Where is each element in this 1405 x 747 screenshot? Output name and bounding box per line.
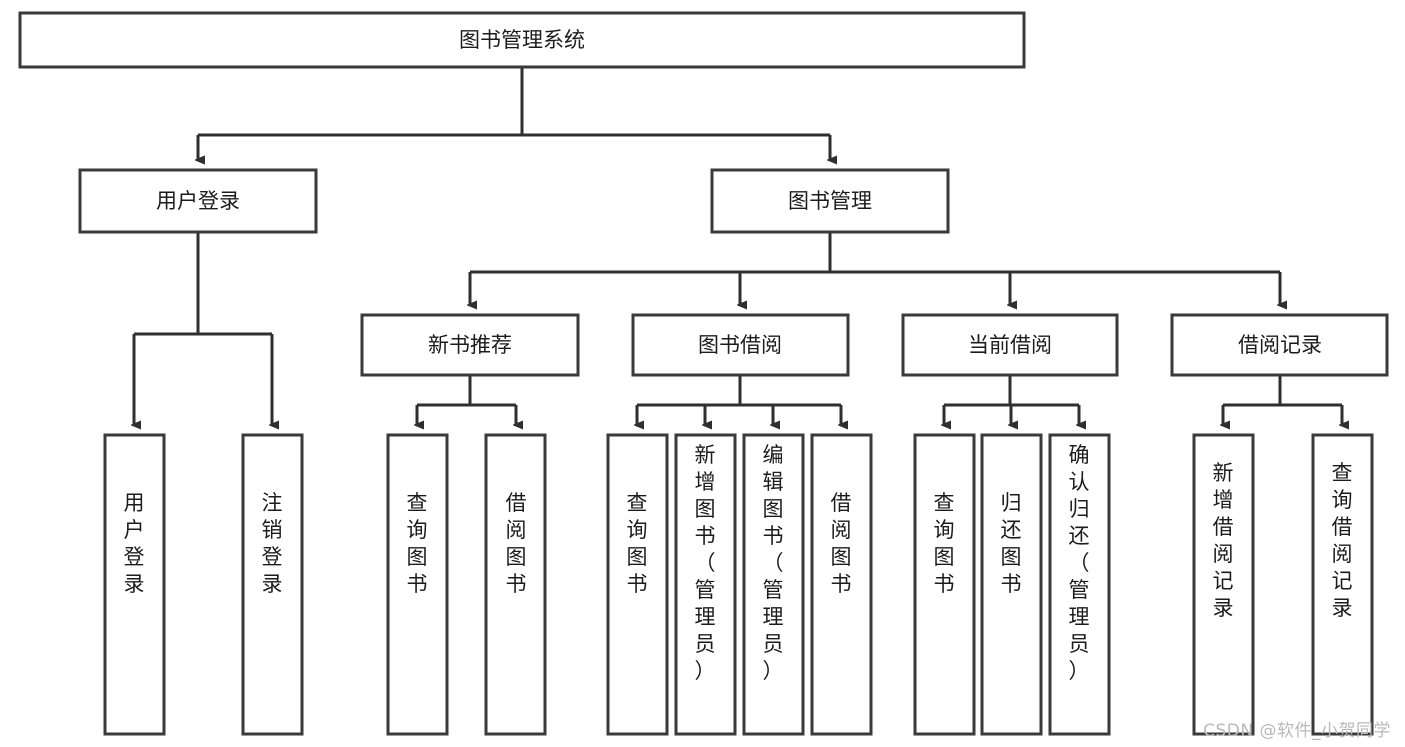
node-root-box[interactable] (18, 11, 1026, 69)
node-leaf-borrow-book-1[interactable]: 借阅图书 (484, 433, 547, 736)
node-leaf-query-record[interactable]: 查询借阅记录 (1311, 433, 1374, 736)
node-leaf-query-record-box[interactable] (1311, 433, 1374, 736)
node-leaf-query-record-label: 查询借阅记录 (1332, 461, 1353, 620)
connector-root-bus (198, 67, 830, 160)
node-leaf-confirm-return-label: 确认归还（管理员） (1069, 443, 1090, 683)
node-leaf-query-book-2-box[interactable] (606, 433, 669, 736)
node-root-label: 图书管理系统 (459, 28, 585, 52)
csdn-watermark: CSDN @软件_小贺同学 (1203, 721, 1391, 741)
node-leaf-query-book-1[interactable]: 查询图书 (386, 433, 449, 736)
node-leaf-edit-book-label: 编辑图书（管理员） (763, 443, 784, 683)
node-current-borrow[interactable]: 当前借阅 (901, 313, 1119, 377)
node-leaf-query-book-1-label: 查询图书 (407, 491, 428, 596)
node-book-borrow-box[interactable] (631, 313, 850, 377)
node-leaf-user-login-label: 用户登录 (124, 491, 145, 596)
node-current-borrow-box[interactable] (901, 313, 1119, 377)
node-borrow-record-box[interactable] (1170, 313, 1389, 377)
node-leaf-add-record[interactable]: 新增借阅记录 (1192, 433, 1255, 736)
node-borrow-record[interactable]: 借阅记录 (1170, 313, 1389, 377)
node-leaf-return-book[interactable]: 归还图书 (980, 433, 1043, 736)
node-new-book-recommend-label: 新书推荐 (428, 333, 512, 357)
node-book-borrow[interactable]: 图书借阅 (631, 313, 850, 377)
node-book-management-label: 图书管理 (788, 189, 872, 213)
node-leaf-borrow-book-2-box[interactable] (810, 433, 873, 736)
node-leaf-user-logout[interactable]: 注销登录 (241, 433, 304, 736)
node-leaf-borrow-book-1-box[interactable] (484, 433, 547, 736)
node-leaf-borrow-book-1-label: 借阅图书 (506, 491, 527, 596)
node-leaf-user-logout-label: 注销登录 (262, 491, 283, 596)
node-leaf-borrow-book-2-label: 借阅图书 (831, 491, 852, 596)
node-leaf-return-book-box[interactable] (980, 433, 1043, 736)
node-leaf-query-book-3-box[interactable] (913, 433, 976, 736)
node-new-book-recommend[interactable]: 新书推荐 (360, 313, 580, 377)
node-leaf-add-record-label: 新增借阅记录 (1213, 461, 1234, 620)
node-leaf-query-book-2[interactable]: 查询图书 (606, 433, 669, 736)
node-new-book-recommend-box[interactable] (360, 313, 580, 377)
node-leaf-add-book-box[interactable] (674, 433, 737, 736)
node-leaf-add-book[interactable]: 新增图书（管理员） (674, 433, 737, 736)
node-leaf-edit-book-box[interactable] (742, 433, 805, 736)
node-leaf-query-book-2-label: 查询图书 (627, 491, 648, 596)
node-leaf-user-login-box[interactable] (103, 433, 166, 736)
node-leaf-query-book-3[interactable]: 查询图书 (913, 433, 976, 736)
node-leaf-edit-book[interactable]: 编辑图书（管理员） (742, 433, 805, 736)
node-borrow-record-label: 借阅记录 (1238, 333, 1322, 357)
node-leaf-user-logout-box[interactable] (241, 433, 304, 736)
node-leaf-user-login[interactable]: 用户登录 (103, 433, 166, 736)
connector-layer (134, 67, 1342, 425)
node-leaf-confirm-return-box[interactable] (1048, 433, 1111, 736)
node-current-borrow-label: 当前借阅 (968, 333, 1052, 357)
node-leaf-add-record-box[interactable] (1192, 433, 1255, 736)
node-leaf-confirm-return[interactable]: 确认归还（管理员） (1048, 433, 1111, 736)
node-root[interactable]: 图书管理系统 (18, 11, 1026, 69)
node-book-management-box[interactable] (710, 168, 950, 234)
node-book-management[interactable]: 图书管理 (710, 168, 950, 234)
node-book-borrow-label: 图书借阅 (698, 333, 782, 357)
node-leaf-borrow-book-2[interactable]: 借阅图书 (810, 433, 873, 736)
node-leaf-query-book-3-label: 查询图书 (934, 491, 955, 596)
node-leaf-add-book-label: 新增图书（管理员） (695, 443, 716, 683)
node-leaf-query-book-1-box[interactable] (386, 433, 449, 736)
node-user-login-box[interactable] (78, 168, 318, 234)
node-leaf-return-book-label: 归还图书 (1001, 491, 1022, 596)
node-user-login[interactable]: 用户登录 (78, 168, 318, 234)
node-user-login-label: 用户登录 (156, 189, 240, 213)
